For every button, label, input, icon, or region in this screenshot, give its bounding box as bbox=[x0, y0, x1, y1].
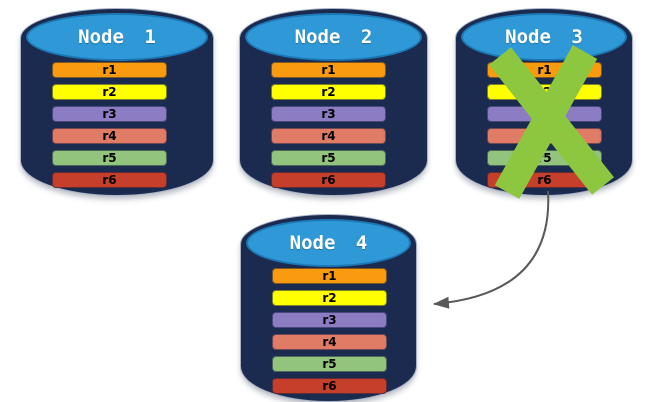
replica-row-r5: r5 bbox=[271, 150, 386, 166]
cylinder-top: Node 2 bbox=[245, 13, 422, 61]
replica-row-r1: r1 bbox=[271, 62, 386, 78]
db-node-2: Node 2 r1 r2 r3 r4 r5 r6 bbox=[239, 8, 428, 196]
replica-row-r5: r5 bbox=[272, 356, 387, 372]
cylinder-top: Node 3 bbox=[461, 13, 627, 61]
replica-row-r5: r5 bbox=[52, 150, 167, 166]
node-title: Node 4 bbox=[289, 232, 368, 254]
replica-rows: r1 r2 r3 r4 r5 r6 bbox=[271, 62, 386, 194]
replica-row-r6: r6 bbox=[271, 172, 386, 188]
replica-row-r2: r2 bbox=[271, 84, 386, 100]
node-title: Node 1 bbox=[78, 26, 156, 48]
replica-row-r4: r4 bbox=[271, 128, 386, 144]
node-title: Node 2 bbox=[294, 26, 373, 48]
replica-row-r2: r2 bbox=[52, 84, 167, 100]
cylinder-top: Node 4 bbox=[246, 219, 411, 267]
replica-row-r4: r4 bbox=[272, 334, 387, 350]
replica-row-r3: r3 bbox=[272, 312, 387, 328]
replica-rows: r1 r2 r3 r4 r5 r6 bbox=[272, 268, 387, 400]
replica-row-r2: r2 bbox=[272, 290, 387, 306]
db-node-4: Node 4 r1 r2 r3 r4 r5 r6 bbox=[240, 214, 417, 402]
db-node-1: Node 1 r1 r2 r3 r4 r5 r6 bbox=[20, 8, 214, 196]
replica-row-r6: r6 bbox=[272, 378, 387, 394]
replica-row-r3: r3 bbox=[271, 106, 386, 122]
replica-rows: r1 r2 r3 r4 r5 r6 bbox=[52, 62, 167, 194]
db-node-3: Node 3r1r2r3r4r5r6 bbox=[455, 8, 633, 199]
node-title: Node 3 bbox=[505, 26, 583, 48]
cylinder-top: Node 1 bbox=[26, 13, 208, 61]
replica-row-r3: r3 bbox=[52, 106, 167, 122]
replica-row-r1: r1 bbox=[52, 62, 167, 78]
replica-row-r1: r1 bbox=[272, 268, 387, 284]
replica-row-r4: r4 bbox=[52, 128, 167, 144]
replica-row-r6: r6 bbox=[52, 172, 167, 188]
failure-x-icon bbox=[489, 45, 614, 199]
